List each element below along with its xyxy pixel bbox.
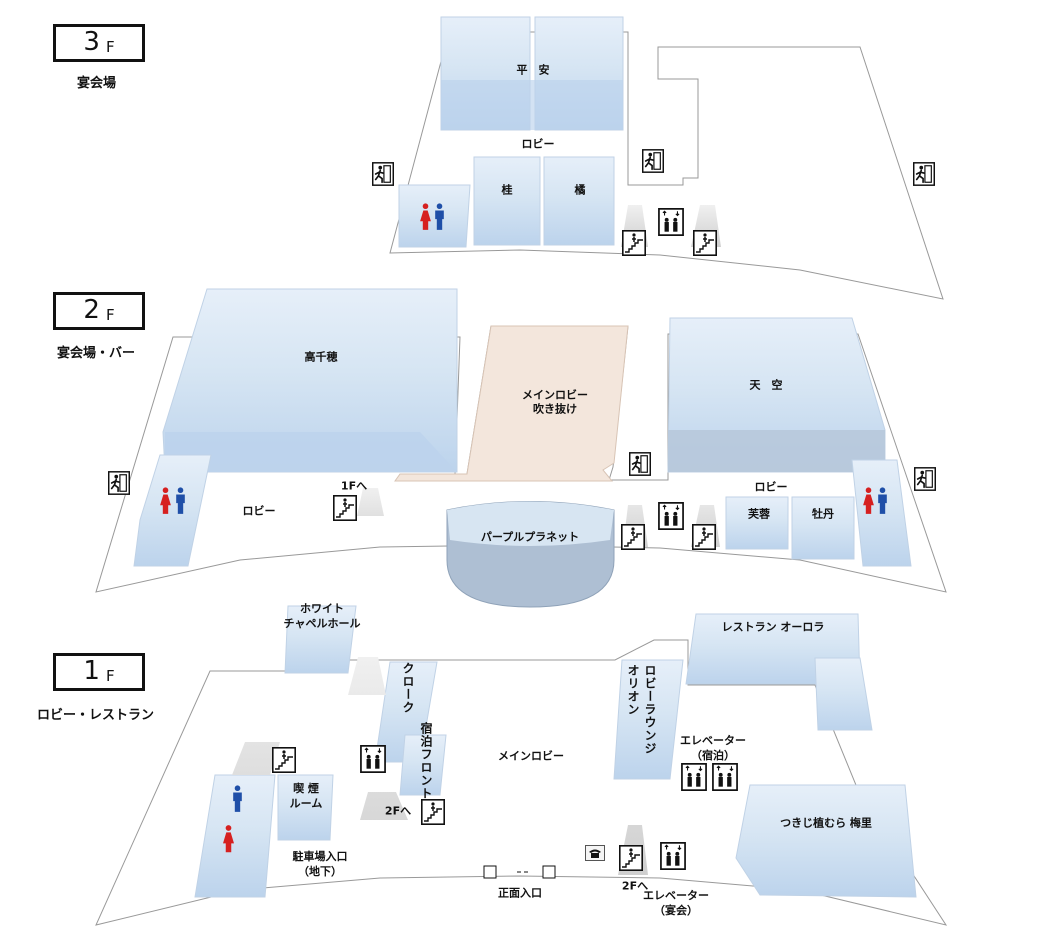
- label-katsura: 桂: [501, 183, 513, 197]
- emergency-exit-icon: [913, 161, 935, 187]
- escalator-icon: [421, 799, 445, 825]
- label-to-1f: 1Fへ: [340, 479, 368, 493]
- label-main-lobby-2f: メインロビー: [522, 388, 588, 402]
- label-cloak: クローク: [401, 662, 415, 714]
- label-to-2f-left: 2Fへ: [384, 804, 412, 818]
- escalator-icon: [621, 524, 645, 550]
- restaurant-aurora-annex: [814, 657, 873, 731]
- floor-suffix: F: [105, 667, 115, 685]
- emergency-exit-icon: [914, 466, 936, 492]
- floor-subtitle-3f: 宴会場: [77, 76, 117, 91]
- restroom-2f-left: [133, 454, 212, 567]
- label-lobby-2f-right: ロビー: [754, 480, 788, 494]
- elevator-icon: [658, 208, 684, 236]
- label-elevator-stay: エレベーター （宿泊）: [680, 734, 746, 762]
- room-white-chapel[interactable]: [284, 605, 357, 674]
- main-lobby-atrium: [394, 325, 629, 482]
- escalator-icon: [622, 230, 646, 256]
- restaurant-tsukiji-umesato[interactable]: [735, 784, 917, 898]
- emergency-exit-icon: [372, 161, 394, 187]
- floor-suffix: F: [105, 38, 115, 56]
- label-fukinuke: 吹き抜け: [533, 402, 577, 416]
- room-katsura[interactable]: [473, 156, 541, 246]
- floor-number: 2: [83, 295, 100, 325]
- label-lobby-3f: ロビー: [521, 137, 555, 151]
- entrance-door-right: [542, 865, 556, 879]
- elevator-icon: [681, 763, 707, 791]
- floor-number: 1: [83, 656, 100, 686]
- escalator-icon: [619, 845, 643, 871]
- elevator-icon: [360, 745, 386, 773]
- escalator-icon: [692, 524, 716, 550]
- label-fuyo: 芙蓉: [748, 507, 770, 521]
- escalator-icon: [693, 230, 717, 256]
- escalator-icon: [333, 495, 357, 521]
- room-fuyo[interactable]: [725, 496, 789, 550]
- label-tachibana: 橘: [574, 183, 586, 197]
- label-parking-entrance: 駐車場入口 （地下）: [292, 850, 348, 878]
- floor-1f: [95, 605, 948, 926]
- floor-subtitle-2f: 宴会場・バー: [57, 346, 136, 361]
- emergency-exit-icon: [642, 148, 664, 174]
- floor-2f: [95, 288, 947, 608]
- label-restaurant-aurora: レストラン オーロラ: [721, 620, 825, 634]
- label-botan: 牡丹: [812, 507, 834, 521]
- label-to-2f-right: 2Fへ: [621, 879, 649, 893]
- lobby-lounge-orion[interactable]: [613, 659, 684, 780]
- label-purple-planet: パープルプラネット: [480, 530, 580, 544]
- restroom-3f: [398, 184, 471, 248]
- floor-suffix: F: [105, 306, 115, 324]
- emergency-exit-icon: [108, 470, 130, 496]
- label-elevator-banquet: エレベーター （宴会）: [643, 889, 709, 917]
- escalator-icon: [272, 747, 296, 773]
- floor-3f: [389, 16, 944, 300]
- entrance-door-left: [483, 865, 497, 879]
- elevator-icon: [660, 842, 686, 870]
- elevator-icon: [712, 763, 738, 791]
- telephone-icon: [585, 845, 605, 861]
- label-front-desk: 宿泊フロント: [419, 722, 433, 800]
- label-tenku: 天 空: [749, 378, 783, 392]
- floor-subtitle-1f: ロビー・レストラン: [37, 708, 155, 723]
- label-main-lobby-1f: メインロビー: [498, 749, 564, 763]
- label-main-entrance: 正面入口: [498, 886, 542, 900]
- label-white-chapel: ホワイト チャペルホール: [283, 602, 361, 630]
- smoking-room: [277, 774, 334, 841]
- label-heian: 平 安: [516, 63, 550, 77]
- label-tsukiji-umesato: つきじ植むら 梅里: [780, 816, 872, 830]
- room-botan[interactable]: [791, 496, 855, 560]
- floor-number: 3: [83, 27, 100, 57]
- emergency-exit-icon: [629, 451, 651, 477]
- room-tachibana[interactable]: [543, 156, 615, 246]
- label-smoking-room: 喫 煙 ルーム: [289, 782, 323, 810]
- label-takachiho: 高千穂: [304, 350, 338, 364]
- label-orion: オリオン: [626, 664, 640, 716]
- elevator-icon: [658, 502, 684, 530]
- front-desk: [399, 734, 447, 796]
- label-lobby-2f-left: ロビー: [242, 504, 276, 518]
- label-lobby-lounge: ロビーラウンジ: [643, 664, 657, 755]
